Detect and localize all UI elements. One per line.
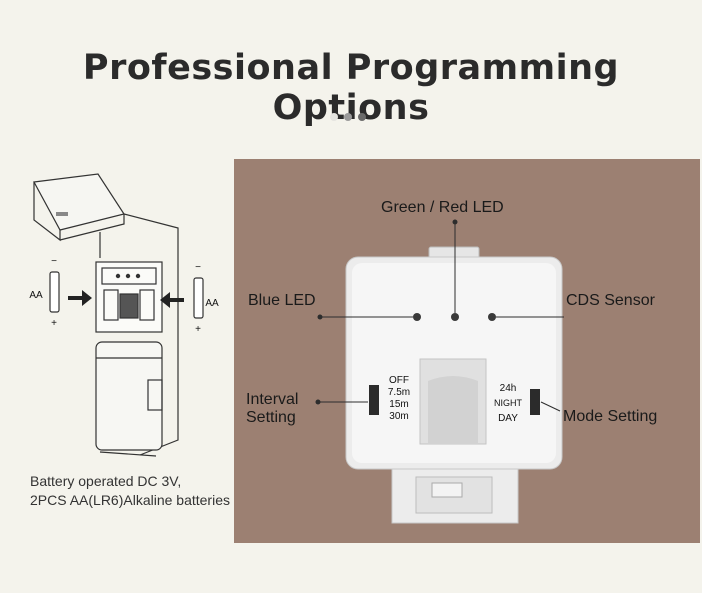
- mode-option: NIGHT: [494, 398, 522, 408]
- battery-label-left: AA: [29, 290, 43, 301]
- programming-panel: Green / Red LED Blue LED CDS Sensor Inte…: [234, 159, 700, 543]
- label-mode-setting: Mode Setting: [563, 408, 658, 425]
- mode-options[interactable]: 24h NIGHT DAY: [490, 381, 526, 426]
- page-title: Professional Programming Options: [82, 48, 620, 128]
- carousel-dots: [330, 113, 366, 121]
- interval-option: 30m: [389, 411, 409, 422]
- caption-line-1: Battery operated DC 3V,: [30, 473, 182, 489]
- mode-option: DAY: [498, 413, 518, 424]
- battery-caption: Battery operated DC 3V, 2PCS AA(LR6)Alka…: [30, 472, 230, 510]
- battery-label-right: AA: [205, 298, 219, 309]
- interval-options[interactable]: OFF 7.5m 15m 30m: [384, 375, 414, 423]
- battery-minus-right: −: [195, 262, 201, 273]
- dispenser-illustration: [33, 173, 204, 457]
- caption-line-2: 2PCS AA(LR6)Alkaline batteries: [30, 492, 230, 508]
- interval-option: 7.5m: [387, 387, 411, 398]
- label-green-red-led: Green / Red LED: [381, 199, 504, 216]
- battery-plus-left: +: [51, 318, 57, 329]
- interval-option: OFF: [389, 375, 409, 386]
- control-module-drawing: [315, 219, 564, 524]
- carousel-dot-2[interactable]: [344, 113, 352, 121]
- battery-minus-left: −: [51, 256, 57, 267]
- label-interval-setting: Interval Setting: [246, 391, 298, 427]
- carousel-dot-3[interactable]: [358, 113, 366, 121]
- battery-plus-right: +: [195, 324, 201, 335]
- mode-option: 24h: [499, 383, 517, 394]
- label-interval-line2: Setting: [246, 409, 296, 426]
- carousel-dot-1[interactable]: [330, 113, 338, 121]
- label-blue-led: Blue LED: [248, 292, 316, 309]
- label-cds-sensor: CDS Sensor: [566, 292, 655, 309]
- label-interval-line1: Interval: [246, 391, 299, 408]
- interval-option: 15m: [389, 399, 409, 410]
